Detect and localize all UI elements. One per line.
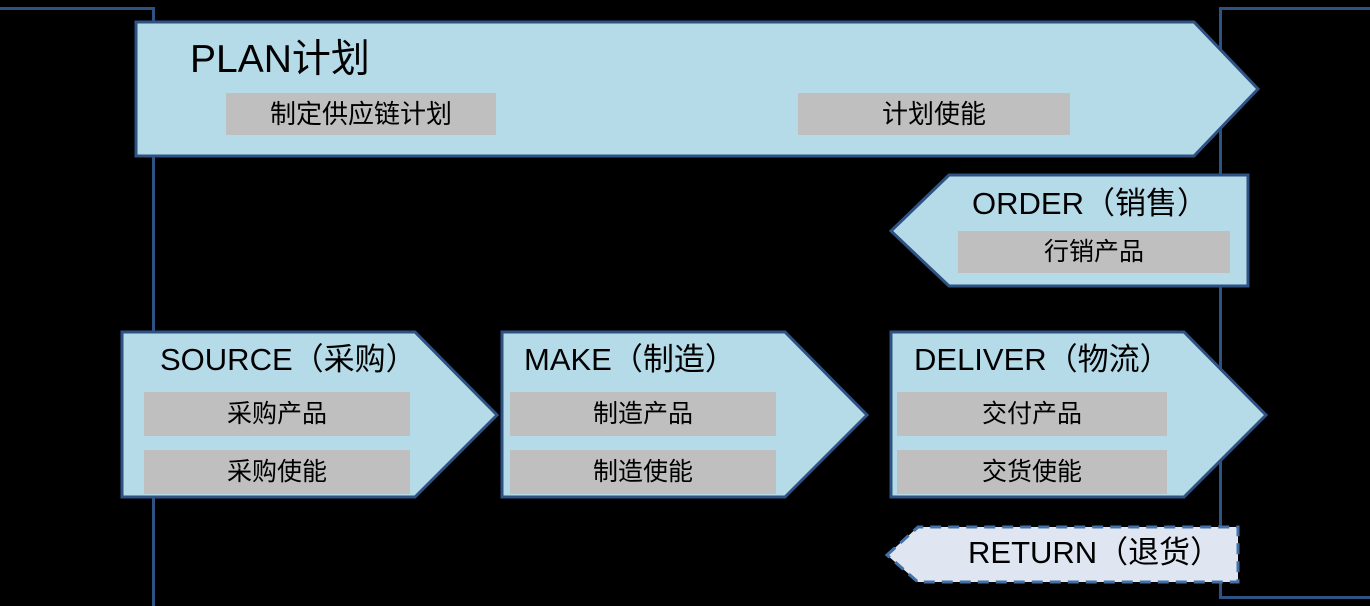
source-chip-1: 采购使能 xyxy=(144,450,410,494)
plan-chip-0: 制定供应链计划 xyxy=(226,93,496,135)
make-label: MAKE（制造） xyxy=(524,342,736,377)
right-boundary-frame xyxy=(1219,7,1370,599)
plan-label: PLAN计划 xyxy=(190,38,370,81)
return-arrow-shape xyxy=(884,525,1240,584)
make-chip-1: 制造使能 xyxy=(510,450,776,494)
make-chip-0: 制造产品 xyxy=(510,392,776,436)
deliver-label: DELIVER（物流） xyxy=(914,342,1171,377)
deliver-chip-0: 交付产品 xyxy=(897,392,1167,436)
order-label: ORDER（销售） xyxy=(972,186,1208,221)
order-chip-0: 行销产品 xyxy=(958,231,1230,273)
source-chip-0: 采购产品 xyxy=(144,392,410,436)
source-label: SOURCE（采购） xyxy=(160,342,417,377)
deliver-chip-1: 交货使能 xyxy=(897,450,1167,494)
left-boundary-frame xyxy=(0,7,155,606)
plan-chip-1: 计划使能 xyxy=(798,93,1070,135)
return-label: RETURN（退货） xyxy=(968,535,1222,570)
